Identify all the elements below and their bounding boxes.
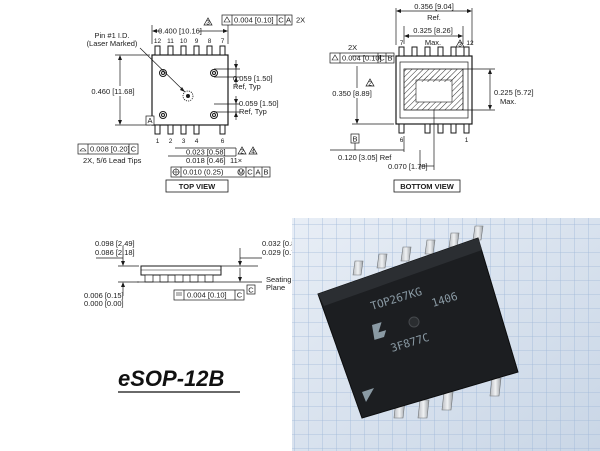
dim-width: 0.400 [10.16] — [158, 27, 202, 36]
dim-b: 0.086 [2.18] — [95, 248, 135, 257]
svg-text:2X: 2X — [296, 16, 305, 25]
pin-number: 2 — [169, 138, 173, 145]
bottom-view-label: BOTTOM VIEW — [400, 182, 455, 191]
dim-pad-h-sub: Max. — [500, 97, 516, 106]
pin-number: 1 — [156, 138, 160, 145]
note-flag: 2 4 — [237, 146, 258, 156]
svg-text:C: C — [131, 145, 137, 154]
svg-text:3: 3 — [458, 42, 462, 49]
lead-tips-note: 2X, 5/6 Lead Tips — [83, 156, 142, 165]
pin1-id-label: Pin #1 I.D. — [94, 31, 129, 40]
dim-overall-sub: Ref. — [427, 13, 441, 22]
svg-text:C: C — [237, 291, 243, 300]
dim-pitch: 0.023 [0.58] — [186, 148, 226, 157]
dim-height: 0.460 [11.68] — [91, 87, 134, 96]
dim-pad-sub: Max. — [425, 38, 441, 47]
dim-pad-h: 0.225 [5.72] — [494, 88, 534, 97]
pin-number: 12 — [154, 38, 162, 45]
svg-text:A: A — [255, 168, 260, 177]
svg-text:C: C — [278, 16, 284, 25]
top-view-body — [151, 54, 229, 126]
pin-number: 7 — [221, 38, 225, 45]
top-view: 12 11 10 9 8 7 1 2 3 4 6 0.400 [10.16] 3 — [77, 14, 305, 193]
datum-b: B — [352, 135, 357, 144]
svg-text:0.008 [0.20]: 0.008 [0.20] — [90, 145, 130, 154]
svg-text:A: A — [286, 16, 291, 25]
pin-number: 4 — [195, 138, 199, 145]
dim-c: 0.006 [0.15] — [84, 291, 124, 300]
tolerance-frame-position: 0.010 (0.25) M C A B — [170, 166, 271, 178]
svg-text:M: M — [238, 170, 243, 177]
dim-e: 0.032 [0.80] — [262, 239, 302, 248]
bottom-view: 7 12 6 1 0.356 [9.04] Ref. 0.325 [8.26] … — [328, 2, 534, 193]
dim-overall: 0.356 [9.04] — [414, 2, 454, 11]
pin1-id-mark — [182, 90, 194, 102]
note-flag: 2 — [365, 78, 375, 88]
svg-text:0.010 (0.25): 0.010 (0.25) — [183, 168, 224, 177]
pin-number: 1 — [465, 137, 469, 144]
tolerance-frame-lead-tips: 0.008 [0.20] C — [77, 143, 139, 155]
package-name: eSOP-12B — [118, 366, 224, 391]
pin1-id-sublabel: (Laser Marked) — [87, 39, 138, 48]
pin1-dimple — [408, 316, 420, 328]
side-view: 0.098 [2.49] 0.086 [2.18] 0.006 [0.15] 0… — [84, 239, 302, 308]
tol-prefix: 2X — [348, 43, 357, 52]
datum-c: C — [248, 286, 254, 295]
seating-plane-label: Plane — [266, 283, 285, 292]
chip-logo — [372, 322, 387, 340]
count-11x: 11× — [230, 156, 242, 165]
note-flag: 3 — [203, 17, 213, 27]
dim-b-offset: 0.120 [3.05] Ref — [338, 153, 392, 162]
svg-text:B: B — [387, 54, 392, 63]
tolerance-frame: 0.004 [0.10] C B — [329, 52, 395, 64]
svg-text:0.004 [0.10]: 0.004 [0.10] — [187, 291, 227, 300]
note-flag: 3 — [455, 39, 465, 49]
dim-lead: 0.018 [0.46] — [186, 156, 226, 165]
svg-text:0.004 [0.10]: 0.004 [0.10] — [342, 54, 382, 63]
dim-height: 0.350 [8.89] — [332, 89, 372, 98]
svg-text:2: 2 — [368, 81, 372, 88]
pin-number: 9 — [195, 38, 199, 45]
pin-number: 8 — [208, 38, 212, 45]
pin-number: 11 — [167, 38, 174, 45]
top-view-label: TOP VIEW — [179, 182, 216, 191]
pin-number: 6 — [400, 137, 404, 144]
dim-f: 0.029 [0.72] — [262, 248, 302, 257]
tolerance-frame: 0.004 [0.10] C — [173, 289, 245, 301]
ref-sublabel: Ref, Typ — [233, 82, 261, 91]
svg-text:B: B — [263, 168, 268, 177]
pin-number: 3 — [182, 138, 186, 145]
pin1-marker — [362, 388, 374, 402]
dim-pad: 0.325 [8.26] — [413, 26, 453, 35]
svg-text:2: 2 — [240, 149, 244, 156]
tolerance-frame: 0.004 [0.10] C A 2X — [221, 14, 305, 26]
datum-a: A — [147, 116, 152, 125]
ref-sublabel: Ref, Typ — [239, 107, 267, 116]
ref-value: 0.059 [1.50] — [233, 74, 273, 83]
svg-text:C: C — [379, 54, 385, 63]
svg-text:0.004 [0.10]: 0.004 [0.10] — [234, 16, 274, 25]
chip-photo: TOP267KG 1406 3F877C — [292, 218, 600, 451]
ref-value: 0.059 [1.50] — [239, 99, 279, 108]
pin-number: 7 — [400, 40, 404, 47]
datum-a-box — [145, 115, 155, 126]
pin-number: 10 — [180, 38, 188, 45]
dim-d: 0.000 [0.00] — [84, 299, 124, 308]
pin-number: 6 — [221, 138, 225, 145]
dim-c-offset: 0.070 [1.78] — [388, 162, 428, 171]
pin-number: 12 — [466, 40, 474, 47]
svg-text:C: C — [247, 168, 253, 177]
dim-a: 0.098 [2.49] — [95, 239, 135, 248]
svg-text:3: 3 — [206, 20, 210, 27]
svg-text:4: 4 — [251, 149, 255, 156]
seating-plane-label: Seating — [266, 275, 291, 284]
